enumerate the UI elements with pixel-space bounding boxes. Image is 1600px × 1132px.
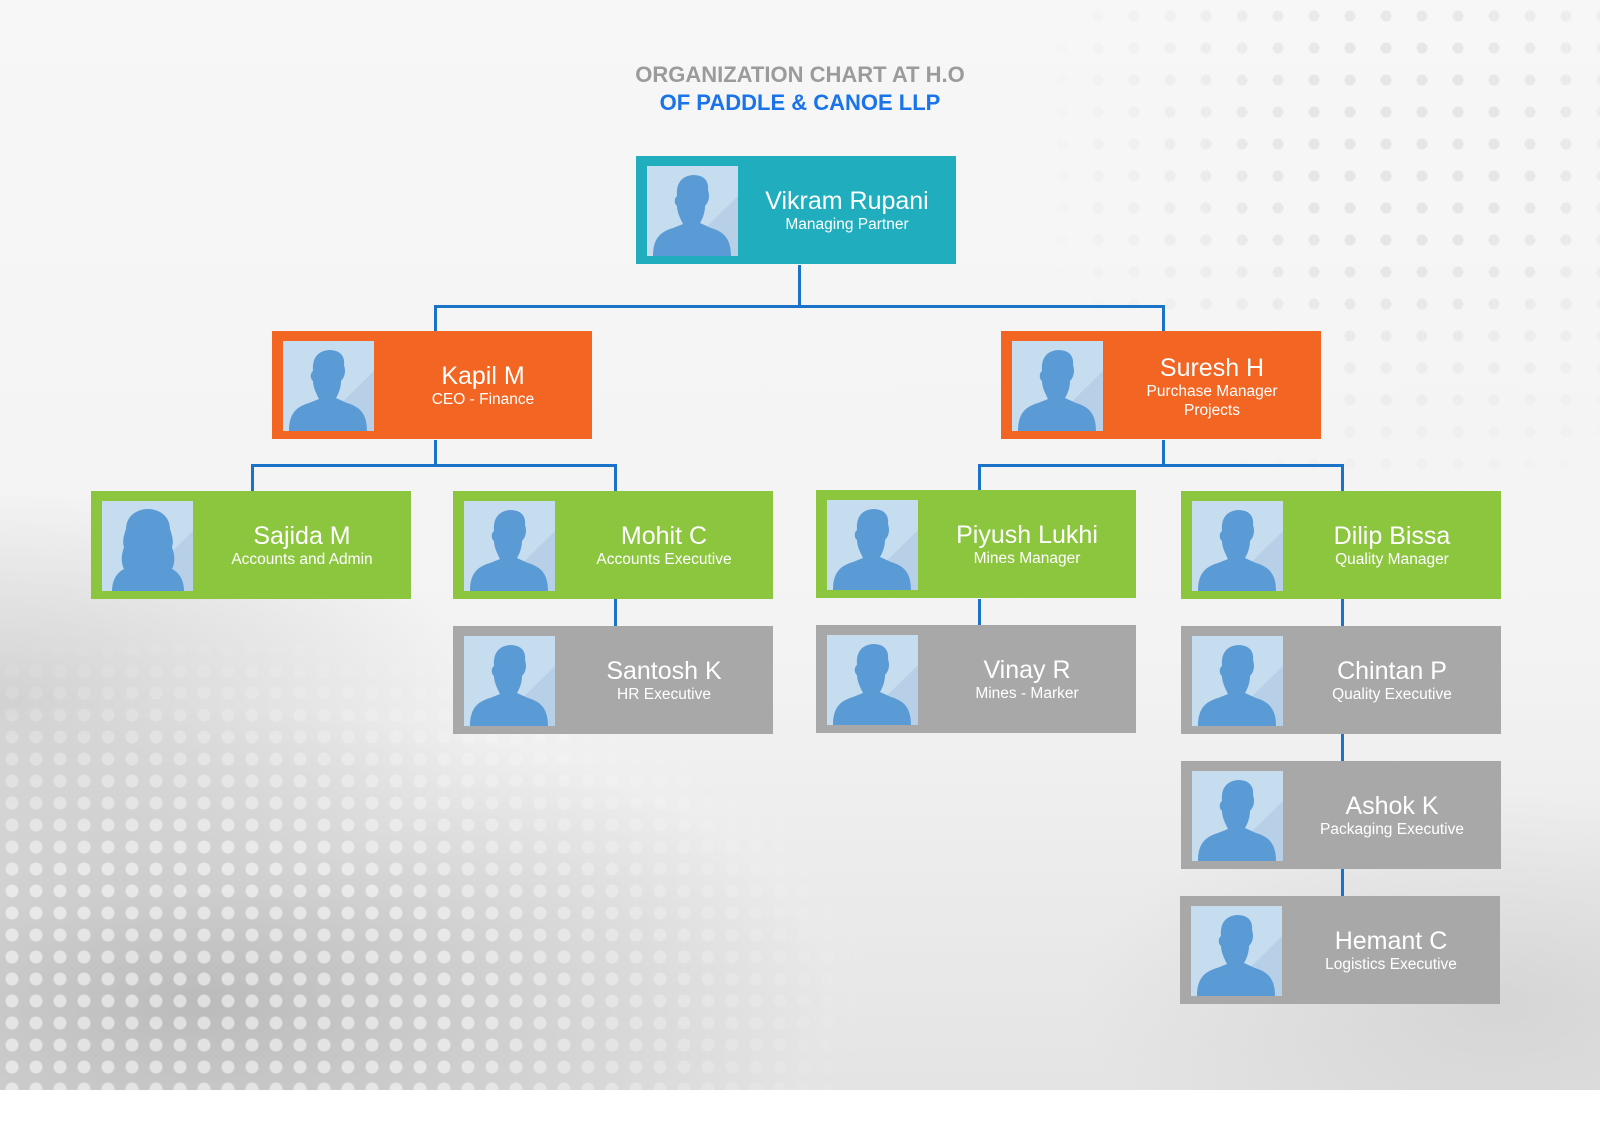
connector-line — [1341, 464, 1344, 491]
chart-subtitle: OF PADDLE & CANOE LLP — [659, 90, 941, 115]
male-avatar-icon — [1192, 771, 1283, 861]
org-card-sajida-m[interactable]: Sajida M Accounts and Admin — [91, 491, 411, 599]
org-card-vinay-r[interactable]: Vinay R Mines - Marker — [816, 625, 1136, 733]
org-card-vikram-rupani[interactable]: Vikram Rupani Managing Partner — [636, 156, 956, 264]
person-name: Kapil M — [441, 361, 525, 390]
person-name: Mohit C — [620, 521, 708, 550]
male-avatar-icon — [1191, 906, 1282, 996]
person-name: Dilip Bissa — [1333, 521, 1451, 550]
connector-line — [251, 464, 254, 491]
person-role: Purchase Manager — [1146, 383, 1278, 400]
org-card-dilip-bissa[interactable]: Dilip Bissa Quality Manager — [1181, 491, 1501, 599]
person-role: Mines - Marker — [975, 684, 1079, 702]
male-avatar-icon — [283, 341, 374, 431]
person-role: Packaging Executive — [1320, 820, 1464, 838]
org-card-santosh-k[interactable]: Santosh K HR Executive — [453, 626, 773, 734]
org-card-kapil-m[interactable]: Kapil M CEO - Finance — [272, 331, 592, 439]
male-avatar-icon — [647, 166, 738, 256]
person-role: Mines Manager — [973, 549, 1081, 567]
male-avatar-icon — [1012, 341, 1103, 431]
male-avatar-icon — [464, 636, 555, 726]
person-name: Ashok K — [1345, 791, 1439, 820]
connector-line — [1162, 305, 1165, 331]
org-card-piyush-lukhi[interactable]: Piyush Lukhi Mines Manager — [816, 490, 1136, 598]
person-name: Vikram Rupani — [765, 186, 929, 215]
person-role: CEO - Finance — [431, 390, 535, 408]
person-name: Piyush Lukhi — [956, 520, 1098, 549]
person-name: Chintan P — [1337, 656, 1447, 685]
person-name: Suresh H — [1159, 354, 1265, 382]
connector-line — [978, 464, 981, 490]
person-role: HR Executive — [617, 685, 711, 703]
male-avatar-icon — [827, 500, 918, 590]
person-role: Quality Executive — [1332, 685, 1452, 703]
connector-line — [614, 464, 617, 491]
person-role-line2: Projects — [1184, 402, 1240, 419]
connector-line — [1162, 440, 1165, 466]
person-role: Quality Manager — [1335, 550, 1449, 568]
female-avatar-icon — [102, 501, 193, 591]
male-avatar-icon — [827, 635, 918, 725]
person-role: Managing Partner — [785, 215, 909, 233]
person-role: Accounts Executive — [596, 550, 732, 568]
connector-line — [434, 305, 437, 331]
male-avatar-icon — [1192, 636, 1283, 726]
male-avatar-icon — [1192, 501, 1283, 591]
connector-line — [978, 464, 1344, 467]
person-name: Sajida M — [253, 521, 351, 550]
connector-line — [251, 464, 617, 467]
connector-line — [978, 599, 981, 625]
connector-line — [434, 440, 437, 466]
connector-line — [1341, 869, 1344, 896]
org-card-mohit-c[interactable]: Mohit C Accounts Executive — [453, 491, 773, 599]
connector-line — [1341, 599, 1344, 626]
person-role: Accounts and Admin — [231, 550, 373, 568]
org-card-suresh-h[interactable]: Suresh H Purchase Manager Projects — [1001, 331, 1321, 439]
person-name: Hemant C — [1334, 926, 1448, 955]
connector-line — [1341, 734, 1344, 761]
person-role: Logistics Executive — [1325, 955, 1457, 973]
org-card-hemant-c[interactable]: Hemant C Logistics Executive — [1180, 896, 1500, 1004]
person-name: Santosh K — [606, 656, 722, 685]
org-card-ashok-k[interactable]: Ashok K Packaging Executive — [1181, 761, 1501, 869]
person-name: Vinay R — [983, 655, 1071, 684]
org-card-chintan-p[interactable]: Chintan P Quality Executive — [1181, 626, 1501, 734]
connector-line — [434, 305, 1165, 308]
connector-line — [798, 265, 801, 307]
connector-line — [614, 599, 617, 626]
chart-title: ORGANIZATION CHART AT H.O — [635, 62, 965, 87]
male-avatar-icon — [464, 501, 555, 591]
